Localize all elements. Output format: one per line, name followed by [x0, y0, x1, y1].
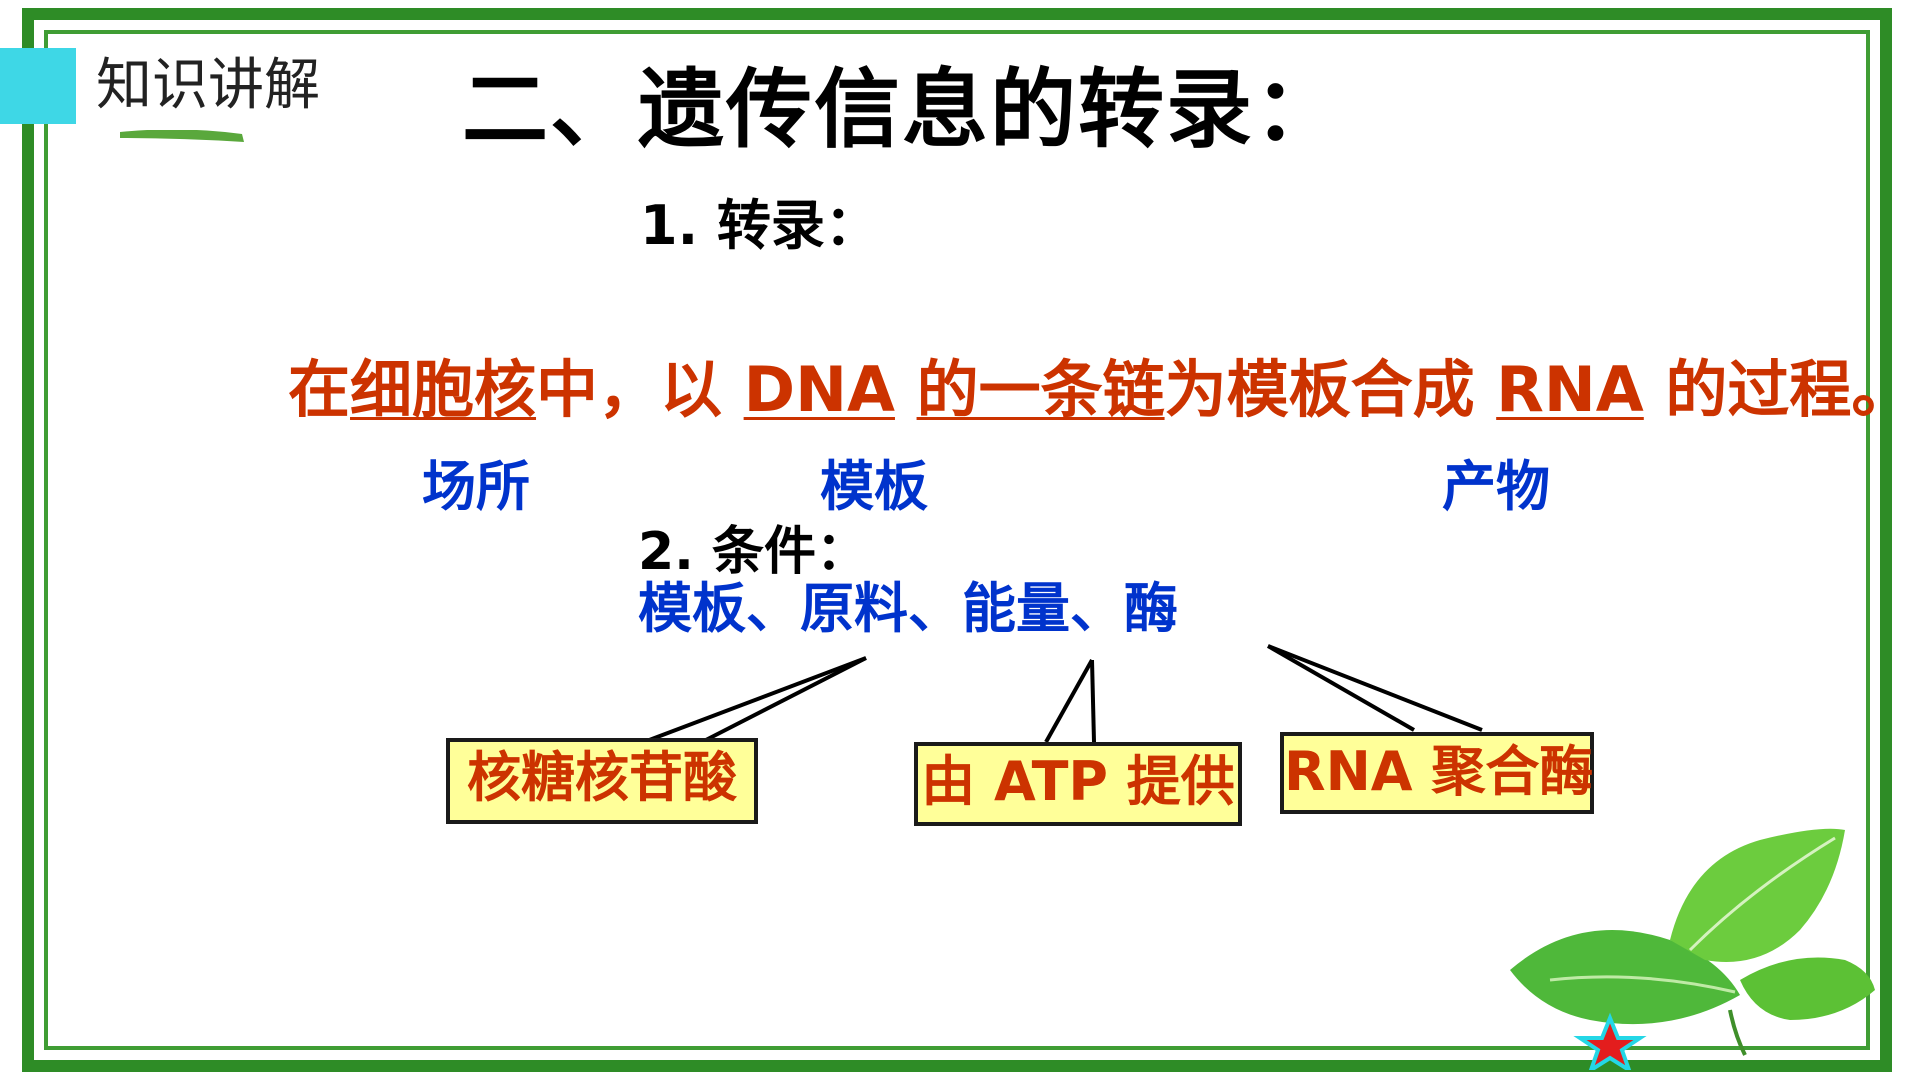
- callout-enzyme: RNA 聚合酶: [1280, 732, 1594, 814]
- section-label: 知识讲解: [96, 53, 320, 118]
- heading-transcription: 1. 转录：: [640, 194, 879, 257]
- definition-underlined-dna: DNA: [743, 353, 895, 426]
- annotation-template: 模板: [820, 455, 928, 518]
- definition-underlined-rna: RNA: [1496, 353, 1644, 426]
- definition-underlined-strand: 的一条链: [916, 353, 1165, 426]
- callout-energy: 由 ATP 提供: [914, 742, 1242, 826]
- annotation-place: 场所: [422, 455, 530, 518]
- section-label-box: [76, 48, 326, 130]
- leaves-decoration-icon: [1510, 828, 1875, 1070]
- definition-underlined-nucleus: 细胞核: [350, 353, 537, 426]
- slide-title: 二、遗传信息的转录：: [462, 60, 1342, 160]
- slide-frame-outer: [22, 8, 1892, 1072]
- heading-conditions: 2. 条件：: [638, 522, 869, 582]
- conditions-text: 模板、原料、能量、酶: [638, 577, 1178, 640]
- slide-frame-inner: [44, 30, 1870, 1050]
- definition-part: 为模板合成: [1164, 353, 1497, 426]
- definition-part: [895, 353, 917, 426]
- definition-part: 在: [288, 353, 351, 426]
- section-accent-block: [0, 48, 76, 124]
- leaf-decoration-icon: [120, 129, 244, 142]
- definition-text: 在细胞核中，以 DNA 的一条链为模板合成 RNA 的过程。: [288, 352, 1913, 428]
- star-icon: [1573, 1012, 1647, 1070]
- callout-raw-material: 核糖核苷酸: [446, 738, 758, 824]
- annotation-product: 产物: [1442, 455, 1550, 518]
- definition-part: 的过程。: [1643, 353, 1914, 426]
- definition-part: 中，以: [536, 353, 744, 426]
